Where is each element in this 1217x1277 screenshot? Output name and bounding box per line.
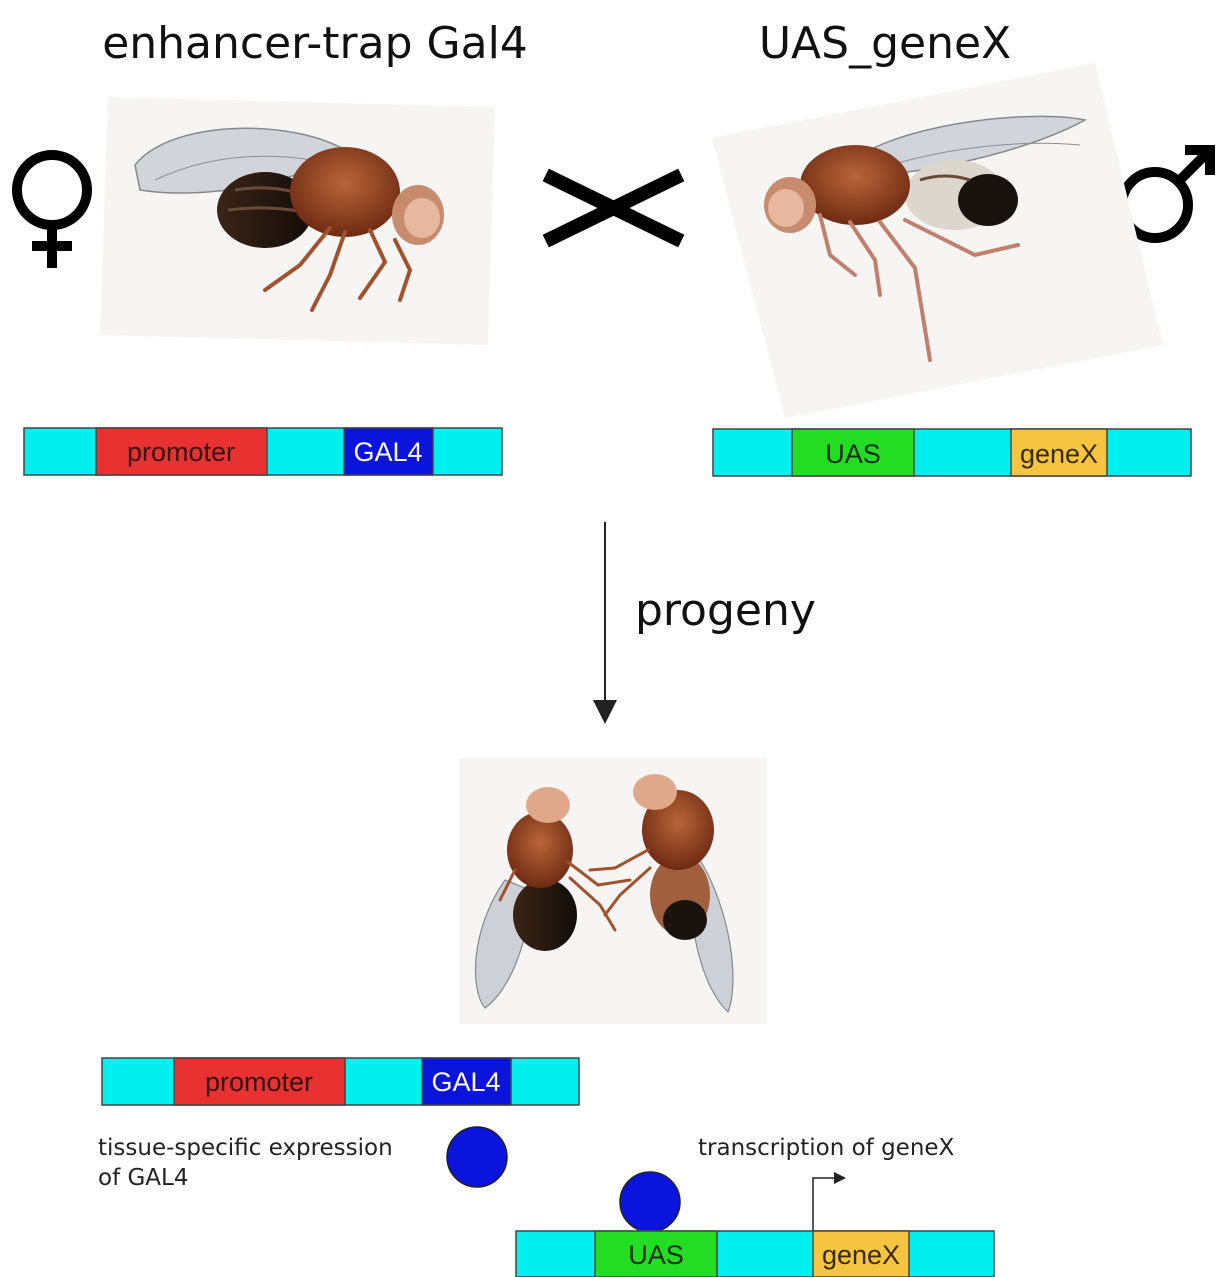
progeny-uas-label: UAS	[628, 1240, 684, 1270]
uas-label: UAS	[825, 439, 881, 469]
gal4-expression-caption-line1: tissue-specific expression	[98, 1135, 393, 1161]
male-symbol-icon	[1122, 150, 1210, 238]
cross-icon	[552, 178, 675, 238]
gal4-expression-caption-line2: of GAL4	[98, 1165, 188, 1191]
progeny-genex-label: geneX	[822, 1240, 900, 1270]
left-title: enhancer-trap Gal4	[102, 18, 528, 69]
progeny-promoter-label: promoter	[205, 1067, 313, 1097]
female-symbol-icon	[17, 155, 87, 268]
progeny-responder-construct: UAS geneX	[516, 1231, 994, 1277]
transcription-start-arrow	[813, 1178, 840, 1232]
transcription-caption: transcription of geneX	[698, 1135, 955, 1161]
progeny-driver-construct: promoter GAL4	[102, 1058, 579, 1105]
right-title: UAS_geneX	[759, 18, 1011, 69]
progeny-flies-image	[459, 758, 767, 1024]
progeny-gal4-label: GAL4	[431, 1067, 500, 1097]
male-fly-image	[712, 63, 1163, 418]
promoter-label: promoter	[127, 437, 235, 467]
driver-construct: promoter GAL4	[24, 428, 502, 475]
gal4-protein-icon	[447, 1127, 507, 1187]
responder-construct: UAS geneX	[713, 429, 1191, 476]
gal4-label: GAL4	[353, 437, 422, 467]
genex-label: geneX	[1020, 439, 1098, 469]
female-fly-image	[100, 97, 495, 345]
bound-gal4-protein-icon	[620, 1172, 680, 1232]
progeny-label: progeny	[635, 585, 816, 636]
